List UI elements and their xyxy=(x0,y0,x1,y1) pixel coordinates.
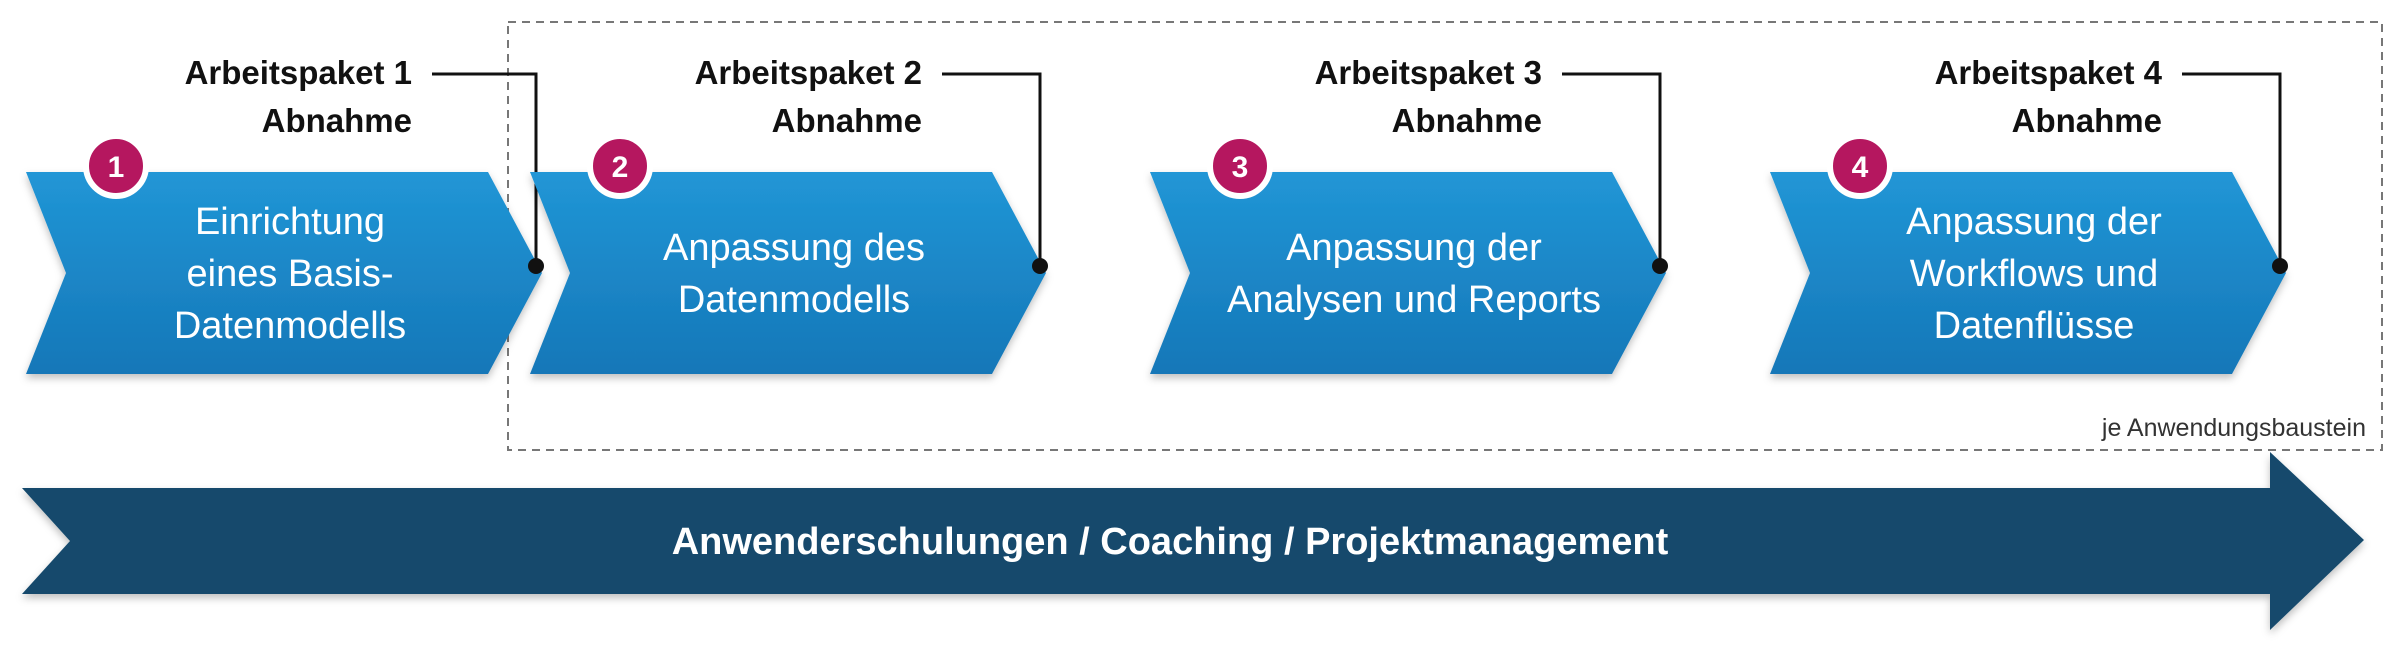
deliverable-connector xyxy=(432,72,538,266)
process-step-1: Einrichtung eines Basis- Datenmodells 1 Arbe… xyxy=(26,54,544,374)
step-title-line: Einrichtung xyxy=(195,201,385,243)
step-title-line: Anpassung der xyxy=(1906,201,2162,243)
deliverable-connector xyxy=(1562,72,1662,266)
scope-label: je Anwendungsbaustein xyxy=(2101,414,2366,442)
step-number-badge xyxy=(1827,133,1893,199)
step-title-line: Analysen und Reports xyxy=(1227,279,1601,321)
step-number-badge xyxy=(587,133,653,199)
connector-dot xyxy=(1032,258,1048,274)
step-title-line: Workflows und xyxy=(1910,253,2159,295)
step-chevron xyxy=(530,172,1046,374)
connector-dot xyxy=(1652,258,1668,274)
connector-dot xyxy=(528,258,544,274)
deliverable-connector xyxy=(942,72,1042,266)
step-chevron xyxy=(26,172,542,374)
deliverable-label-line: Arbeitspaket 1 xyxy=(185,54,412,91)
step-title-line: Anpassung des xyxy=(663,227,925,269)
deliverable-label-line: Abnahme xyxy=(262,102,412,139)
deliverable-label-line: Arbeitspaket 2 xyxy=(695,54,922,91)
deliverable-label-line: Arbeitspaket 4 xyxy=(1935,54,2163,91)
step-number-badge xyxy=(1207,133,1273,199)
step-title-line: eines Basis- xyxy=(187,253,394,295)
step-number: 2 xyxy=(612,151,629,184)
step-number: 3 xyxy=(1232,151,1249,184)
step-title-line: Anpassung der xyxy=(1286,227,1542,269)
step-title-line: Datenmodells xyxy=(678,279,910,321)
step-number-badge xyxy=(83,133,149,199)
step-number: 4 xyxy=(1852,151,1869,184)
deliverable-label-line: Abnahme xyxy=(772,102,922,139)
connector-dot xyxy=(2272,258,2288,274)
deliverable-label-line: Arbeitspaket 3 xyxy=(1315,54,1542,91)
deliverable-label-line: Abnahme xyxy=(2012,102,2162,139)
step-title-line: Datenmodells xyxy=(174,305,406,347)
deliverable-connector xyxy=(2182,72,2282,266)
step-number: 1 xyxy=(108,151,125,184)
step-chevron xyxy=(1770,172,2286,374)
steps-layer: Einrichtung eines Basis- Datenmodells 1 Arbe… xyxy=(26,54,2288,374)
banner-arrow xyxy=(22,452,2364,630)
deliverable-label-line: Abnahme xyxy=(1392,102,1542,139)
step-title-line: Datenflüsse xyxy=(1934,305,2135,347)
step-chevron xyxy=(1150,172,1666,374)
banner-label: Anwenderschulungen / Coaching / Projektm… xyxy=(672,521,1669,563)
